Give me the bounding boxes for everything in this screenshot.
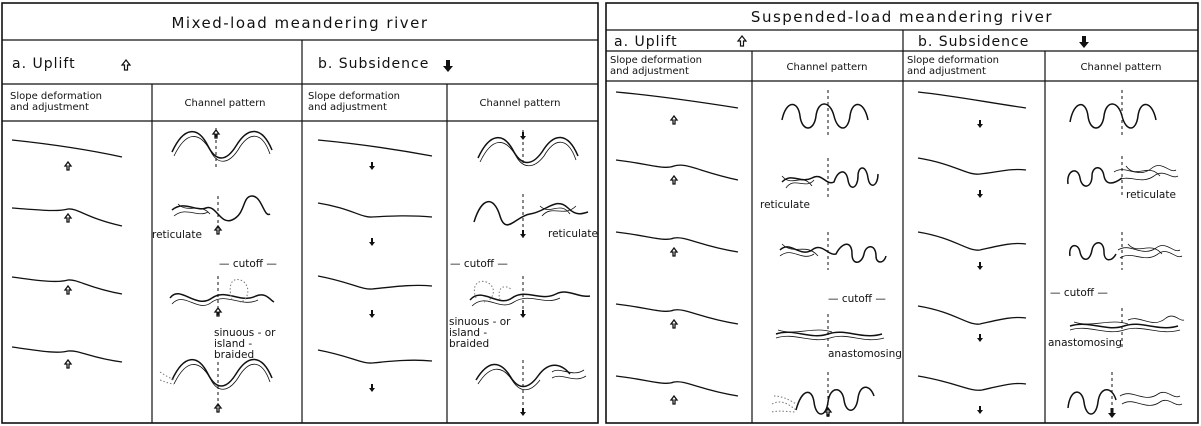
anastomosing-label: anastomosing <box>1048 337 1122 349</box>
sinuous-label-3: braided <box>449 338 489 350</box>
section-heading-uplift: a. Uplift <box>614 34 678 50</box>
uplift-slope-profiles <box>12 140 122 368</box>
column-header-pattern: Channel pattern <box>480 98 561 109</box>
down-arrow-icon <box>520 230 526 238</box>
up-arrow-icon <box>671 396 677 404</box>
down-arrow-icon <box>977 190 983 198</box>
column-header-pattern: Channel pattern <box>185 98 266 109</box>
down-arrow-icon <box>520 408 526 416</box>
uplift-slope-profiles <box>616 92 738 404</box>
column-header-slope: Slope deformation <box>10 91 102 102</box>
reticulate-label: reticulate <box>548 228 598 240</box>
down-arrow-icon <box>443 60 453 72</box>
reticulate-label: reticulate <box>152 229 202 241</box>
panel-title: Suspended-load meandering river <box>751 8 1053 26</box>
up-arrow-icon <box>65 360 71 368</box>
column-header-slope: Slope deformation <box>308 91 400 102</box>
down-arrow-icon <box>520 310 526 318</box>
up-arrow-icon <box>738 36 746 46</box>
column-header-pattern: Channel pattern <box>1081 62 1162 73</box>
up-arrow-icon <box>671 176 677 184</box>
down-arrow-icon <box>1108 408 1116 418</box>
anastomosing-label: anastomosing <box>828 348 902 360</box>
subsidence-channel-patterns: reticulate — cutoff — anastomosing <box>1048 90 1184 418</box>
uplift-channel-patterns: reticulate — cutoff — sinuous - or islan… <box>152 128 277 412</box>
section-heading-subsidence: b. Subsidence <box>918 34 1029 50</box>
cutoff-label: — cutoff — <box>219 258 277 270</box>
up-arrow-icon <box>65 286 71 294</box>
up-arrow-icon <box>671 248 677 256</box>
down-arrow-icon <box>977 406 983 414</box>
column-header-slope-2: and adjustment <box>610 66 689 77</box>
column-header-slope: Slope deformation <box>907 55 999 66</box>
column-header-slope-2: and adjustment <box>308 102 387 113</box>
column-header-slope-2: and adjustment <box>907 66 986 77</box>
subsidence-slope-profiles <box>318 140 432 392</box>
reticulate-label: reticulate <box>1126 189 1176 201</box>
down-arrow-icon <box>977 262 983 270</box>
column-header-slope-2: and adjustment <box>10 102 89 113</box>
suspended-load-panel: Suspended-load meandering river a. Uplif… <box>606 3 1198 423</box>
up-arrow-icon <box>65 162 71 170</box>
subsidence-channel-patterns: reticulate — cutoff — sinuous - or islan… <box>449 130 598 416</box>
down-arrow-icon <box>369 162 375 170</box>
cutoff-label: — cutoff — <box>450 258 508 270</box>
down-arrow-icon <box>369 310 375 318</box>
panel-title: Mixed-load meandering river <box>171 14 428 32</box>
column-header-pattern: Channel pattern <box>787 62 868 73</box>
down-arrow-icon <box>977 120 983 128</box>
section-heading-uplift: a. Uplift <box>12 56 76 72</box>
down-arrow-icon <box>369 384 375 392</box>
up-arrow-icon <box>122 60 130 70</box>
mixed-load-panel: Mixed-load meandering river a. Uplift b.… <box>2 3 598 423</box>
column-header-slope: Slope deformation <box>610 55 702 66</box>
section-heading-subsidence: b. Subsidence <box>318 56 429 72</box>
uplift-channel-patterns: reticulate — cutoff — anastomosing <box>760 90 902 420</box>
down-arrow-icon <box>369 238 375 246</box>
cutoff-label: — cutoff — <box>828 293 886 305</box>
up-arrow-icon <box>65 214 71 222</box>
sinuous-label-3: braided <box>214 349 254 361</box>
up-arrow-icon <box>671 320 677 328</box>
up-arrow-icon <box>671 116 677 124</box>
down-arrow-icon <box>977 334 983 342</box>
down-arrow-icon <box>520 132 526 140</box>
down-arrow-icon <box>1079 36 1089 48</box>
cutoff-label: — cutoff — <box>1050 287 1108 299</box>
subsidence-slope-profiles <box>918 92 1026 414</box>
reticulate-label: reticulate <box>760 199 810 211</box>
